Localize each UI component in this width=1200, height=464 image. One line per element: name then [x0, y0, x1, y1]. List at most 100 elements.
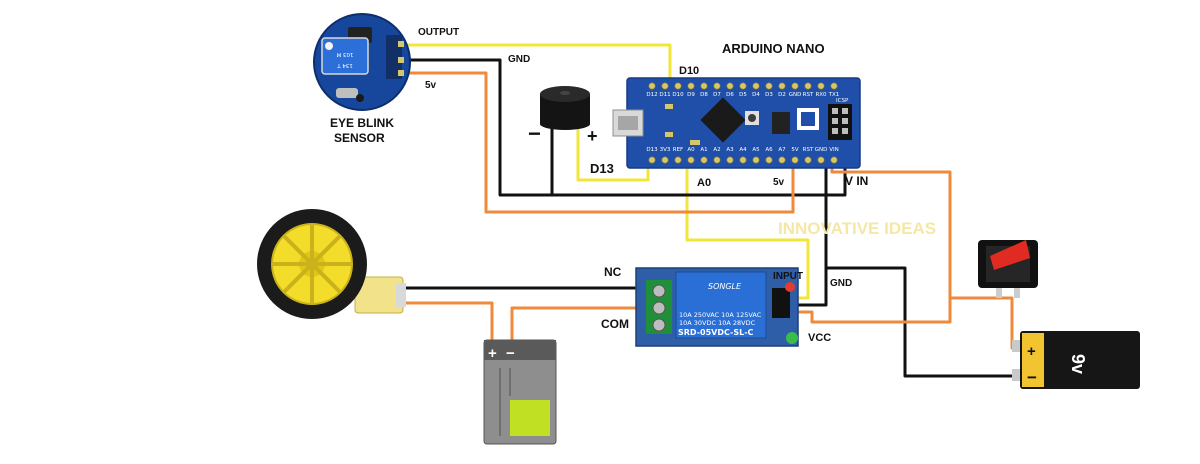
- sensor-pot-text-1: 103 M: [336, 51, 353, 57]
- wire-motor-to-battery: [398, 301, 494, 347]
- nano-bottom-pin-label-a7: A7: [778, 147, 786, 153]
- nano-top-pin-pad-d6: [726, 82, 734, 90]
- nano-bottom-pin-pad-a5: [752, 156, 760, 164]
- nc-label: NC: [604, 265, 622, 279]
- wire-d13-to-buzzer-plus: [576, 123, 650, 182]
- nano-bottom-pin-pad-ref: [674, 156, 682, 164]
- nano-bottom-pin-label-gnd: GND: [815, 147, 828, 153]
- nano-top-pin-label-rx0: RX0: [815, 92, 827, 98]
- relay-spec-2: 10A 30VDC 10A 28VDC: [679, 319, 756, 327]
- relay-module: [635, 267, 799, 347]
- nano-top-pin-pad-d11: [661, 82, 669, 90]
- nano-bottom-pin-pad-5v: [791, 156, 799, 164]
- nano-top-pin-label-d4: D4: [752, 92, 760, 98]
- nano-top-pin-pad-rx0: [817, 82, 825, 90]
- sensor-pot-text-2: 134 T: [337, 62, 353, 68]
- nano-top-pin-label-d11: D11: [659, 92, 670, 98]
- vin-label: V IN: [845, 174, 868, 188]
- nano-top-pin-pad-d4: [752, 82, 760, 90]
- nano-top-pin-label-d8: D8: [700, 92, 708, 98]
- nano-bottom-pin-pad-a1: [700, 156, 708, 164]
- nano-bottom-pin-pad-d13: [648, 156, 656, 164]
- nano-bottom-pin-label-a1: A1: [700, 147, 707, 153]
- icsp-label: ICSP: [836, 98, 849, 104]
- relay-spec-1: 10A 250VAC 10A 125VAC: [679, 311, 762, 319]
- relay-model: SRD-05VDC-SL-C: [678, 328, 754, 337]
- buzzer: [540, 86, 590, 130]
- nano-top-pin-label-d7: D7: [713, 92, 721, 98]
- buzzer-minus-label: −: [528, 121, 541, 146]
- nano-bottom-pin-label-a0: A0: [687, 147, 695, 153]
- nano-top-pin-label-d5: D5: [739, 92, 747, 98]
- wire-relay-gnd: [788, 161, 828, 307]
- vcc-label: VCC: [808, 332, 831, 344]
- wire-relay-vcc: [788, 296, 1006, 324]
- output-label: OUTPUT: [418, 27, 459, 38]
- gnd-relay-label: GND: [830, 278, 852, 289]
- watermark: INNOVATIVE IDEAS: [778, 219, 936, 238]
- nano-top-pin-pad-d8: [700, 82, 708, 90]
- nano-top-pin-label-d10: D10: [672, 92, 684, 98]
- a0-label: A0: [697, 177, 711, 189]
- nano-bottom-pin-pad-vin: [830, 156, 838, 164]
- nano-top-pin-label-d3: D3: [765, 92, 773, 98]
- relay-brand: SONGLE: [708, 282, 742, 291]
- nano-top-pin-pad-d9: [687, 82, 695, 90]
- nano-bottom-pin-label-a5: A5: [752, 147, 760, 153]
- nano-bottom-pin-pad-rst: [804, 156, 812, 164]
- wire-sensor-gnd: [396, 58, 847, 197]
- nano-bottom-pin-pad-a2: [713, 156, 721, 164]
- nano-bottom-pin-label-ref: REF: [673, 147, 683, 153]
- nano-top-pin-pad-d5: [739, 82, 747, 90]
- nano-bottom-pin-pad-gnd: [817, 156, 825, 164]
- sensor-title-line2: SENSOR: [334, 131, 385, 145]
- nano-bottom-pin-pad-a0: [687, 156, 695, 164]
- nano-top-pin-pad-d12: [648, 82, 656, 90]
- nano-top-pin-pad-rst: [804, 82, 812, 90]
- nano-bottom-pin-pad-a3: [726, 156, 734, 164]
- nano-top-pin-pad-d7: [713, 82, 721, 90]
- nano-bottom-pin-label-vin: VIN: [829, 147, 839, 153]
- nano-top-pin-pad-d10: [674, 82, 682, 90]
- nano-top-pin-label-d9: D9: [687, 92, 695, 98]
- wire-a0-to-relay-input: [685, 161, 810, 300]
- wire-com-to-battery: [510, 306, 654, 347]
- nano-bottom-pin-label-d13: D13: [646, 147, 658, 153]
- nano-bottom-pin-label-3v3: 3V3: [660, 147, 671, 153]
- battery-9v-minus: −: [1027, 368, 1037, 387]
- gear-motor: [257, 209, 406, 319]
- d13-label: D13: [590, 161, 614, 176]
- nano-bottom-pin-label-5v: 5V: [791, 147, 798, 153]
- battery-9v-label: 9v: [1068, 354, 1088, 374]
- nano-top-pin-pad-d2: [778, 82, 786, 90]
- nano-bottom-pin-pad-3v3: [661, 156, 669, 164]
- nano-top-pin-label-d2: D2: [778, 92, 786, 98]
- buzzer-plus-label: +: [587, 126, 598, 146]
- nano-5v-label: 5v: [773, 177, 785, 188]
- arduino-title: ARDUINO NANO: [722, 41, 825, 56]
- nano-bottom-pin-pad-a4: [739, 156, 747, 164]
- small-battery-plus: +: [488, 345, 497, 362]
- com-label: COM: [601, 317, 629, 331]
- nano-top-pin-label-d6: D6: [726, 92, 734, 98]
- small-battery-minus: −: [506, 345, 515, 362]
- nano-top-pin-pad-tx1: [830, 82, 838, 90]
- nano-bottom-pin-label-a4: A4: [739, 147, 747, 153]
- nano-bottom-pin-pad-a7: [778, 156, 786, 164]
- nano-top-pin-pad-d3: [765, 82, 773, 90]
- battery-9v: [1012, 331, 1140, 389]
- nano-top-pin-pad-gnd: [791, 82, 799, 90]
- nano-top-pin-label-tx1: TX1: [828, 92, 840, 98]
- wire-output-to-d10: [396, 43, 672, 88]
- nano-top-pin-label-gnd: GND: [789, 92, 802, 98]
- nano-bottom-pin-label-a6: A6: [765, 147, 773, 153]
- battery-9v-plus: +: [1027, 343, 1036, 360]
- small-battery: [483, 339, 557, 445]
- gnd-top-label: GND: [508, 54, 530, 65]
- nano-bottom-pin-label-rst: RST: [803, 147, 814, 153]
- nano-bottom-pin-label-a3: A3: [726, 147, 734, 153]
- sensor-5v-label: 5v: [425, 80, 437, 91]
- nano-top-pin-label-d12: D12: [646, 92, 657, 98]
